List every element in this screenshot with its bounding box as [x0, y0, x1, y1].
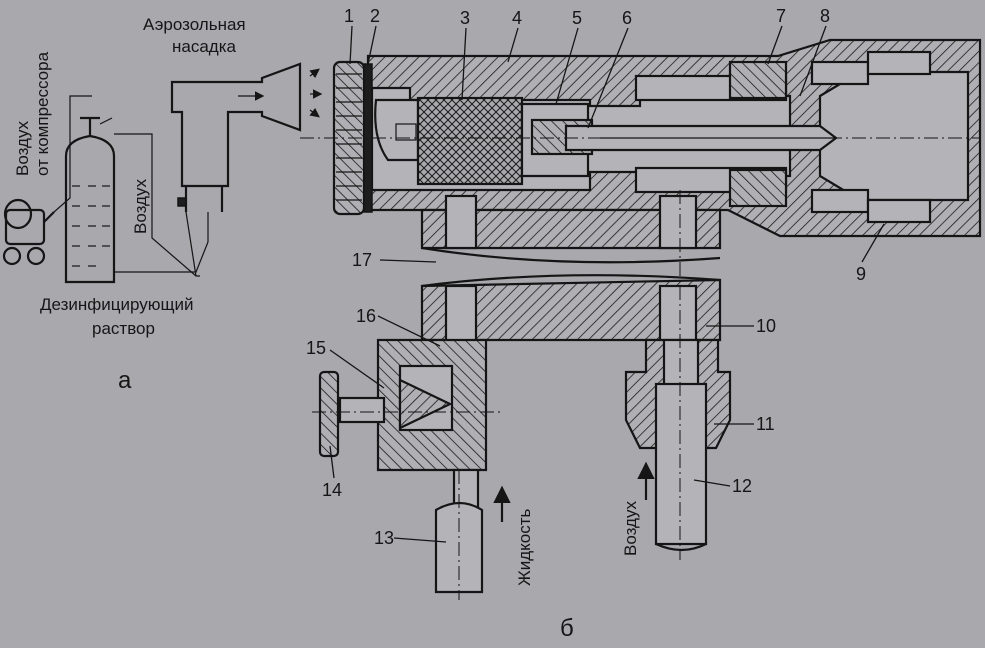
label-aerosol-nozzle-1: Аэрозольная	[143, 15, 246, 34]
part-number-6: 6	[622, 8, 632, 28]
diagram-a: Воздух от компрессора Аэрозольная насадк…	[2, 15, 323, 394]
diagram-b: Жидкость Воздух 1 2 3 4 5 6	[300, 6, 982, 642]
part-callouts: 1 2 3 4 5 6 7 8 9 10 11 12 13 14 15 16 1…	[306, 6, 885, 548]
compressor	[2, 198, 55, 266]
label-air-from-compressor-1: Воздух	[13, 121, 32, 176]
part-number-9: 9	[856, 264, 866, 284]
label-aerosol-nozzle-2: насадка	[172, 37, 237, 56]
nozzle-bore	[818, 70, 970, 202]
label-disinfectant-1: Дезинфицирующий	[40, 295, 193, 314]
label-air-from-compressor-2: от компрессора	[33, 51, 52, 176]
adjusting-knob	[318, 370, 340, 458]
part-number-4: 4	[512, 8, 522, 28]
part-number-16: 16	[356, 306, 376, 326]
label-liquid: Жидкость	[515, 509, 534, 586]
air-inlet-tube	[654, 382, 708, 546]
part-number-8: 8	[820, 6, 830, 26]
part-number-10: 10	[756, 316, 776, 336]
liquid-line	[114, 241, 209, 273]
part-number-1: 1	[344, 6, 354, 26]
caption-a: а	[118, 367, 132, 394]
label-air: Воздух	[131, 179, 150, 234]
part-number-14: 14	[322, 480, 342, 500]
part-number-2: 2	[370, 6, 380, 26]
part-number-7: 7	[776, 6, 786, 26]
disinfectant-tank	[64, 116, 116, 284]
part-number-3: 3	[460, 8, 470, 28]
part-number-11: 11	[756, 414, 775, 434]
aerosol-nozzle	[170, 62, 323, 212]
part-number-15: 15	[306, 338, 326, 358]
part-number-12: 12	[732, 476, 752, 496]
air-line	[114, 133, 200, 277]
air-pipe	[53, 95, 92, 213]
part-number-13: 13	[374, 528, 394, 548]
part-number-17: 17	[352, 250, 372, 270]
filter	[416, 96, 524, 186]
caption-b: б	[560, 615, 574, 642]
label-disinfectant-2: раствор	[92, 319, 155, 338]
part-number-5: 5	[572, 8, 582, 28]
label-air-b: Воздух	[621, 501, 640, 556]
